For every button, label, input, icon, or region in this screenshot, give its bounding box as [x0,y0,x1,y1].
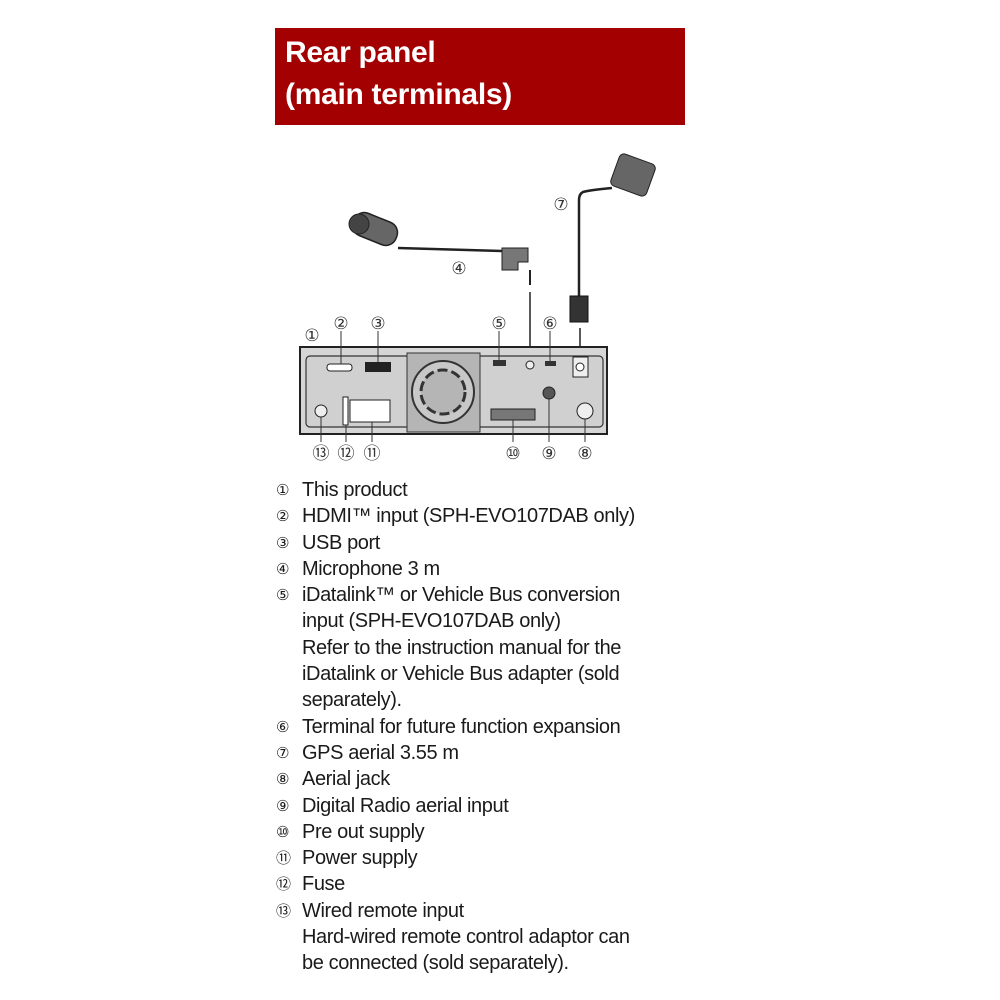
wired-remote-input [314,404,328,418]
legend-text: iDatalink™ or Vehicle Bus conversion [302,584,620,607]
callout-6: ⑥ [542,314,557,334]
legend-text: Refer to the instruction manual for the [302,636,622,659]
legend-item-line: ⑩ Pre out supply [276,819,736,845]
hdmi-port [326,363,353,372]
callout-12: ⑫ [338,444,355,464]
preout-connector [490,408,536,421]
callout-9: ⑨ [541,444,556,464]
legend-item-line: ③ USB port [276,530,736,556]
legend-text: be connected (sold separately). [302,952,569,975]
callout-7: ⑦ [553,195,568,215]
legend-item-line: ⑤ iDatalink™ or Vehicle Bus conversion [276,582,736,608]
legend-item-line: ⑨ Digital Radio aerial input [276,793,736,819]
legend-text: HDMI™ input (SPH-EVO107DAB only) [302,505,635,528]
legend-text: iDatalink or Vehicle Bus adapter (sold [302,663,620,686]
callout-2: ② [333,314,348,334]
fuse [342,396,349,426]
legend-item-line: ⑥ Terminal for future function expansion [276,714,736,740]
legend-number: ⑦ [276,743,290,762]
expansion-port [545,361,556,366]
usb-port [365,362,391,372]
legend-number: ⑥ [276,717,290,736]
legend-text: Hard-wired remote control adaptor can [302,926,630,949]
idatalink-port [493,360,506,366]
power-connector [349,399,391,423]
legend-item-line: ① This product [276,477,736,503]
callout-4: ④ [451,259,466,279]
mic-jack [525,360,535,370]
legend-item-line: ⑦ GPS aerial 3.55 m [276,740,736,766]
legend-text: Microphone 3 m [302,557,440,580]
dab-input [542,386,556,400]
legend-text: Terminal for future function expansion [302,715,621,738]
legend-item-line: ② HDMI™ input (SPH-EVO107DAB only) [276,503,736,529]
legend-number: ⑤ [276,586,290,605]
legend-text: GPS aerial 3.55 m [302,741,459,764]
legend-text: This product [302,479,408,501]
legend-number: ⑨ [276,796,290,815]
legend-text: separately). [302,689,402,712]
callout-1: ① [304,326,319,346]
legend-item-line: be connected (sold separately). [276,950,736,976]
legend-item-line: ⑫ Fuse [276,871,736,897]
title-line-1: Rear panel [285,36,436,69]
legend-text: Aerial jack [302,768,390,791]
legend-item-line: separately). [276,687,736,713]
microphone-icon [348,211,535,357]
callout-8: ⑧ [577,444,592,464]
callout-10: ⑩ [505,444,520,464]
legend-item-line: Refer to the instruction manual for the [276,635,736,661]
legend-number: ③ [276,533,290,552]
rear-panel-unit [299,346,608,435]
gps-port [575,362,585,372]
legend-text: Digital Radio aerial input [302,794,509,817]
legend-text: input (SPH-EVO107DAB only) [302,610,561,633]
legend-item-line: ⑪ Power supply [276,845,736,871]
callout-11: ⑪ [364,444,381,464]
legend-number: ⑬ [276,901,291,920]
legend-item-line: ④ Microphone 3 m [276,556,736,582]
legend-text: USB port [302,531,380,554]
legend-number: ⑪ [276,849,291,868]
gps-aerial-icon [569,153,656,357]
legend-item-line: Hard-wired remote control adaptor can [276,924,736,950]
legend-item-line: ⑧ Aerial jack [276,766,736,792]
legend-number: ④ [276,559,290,578]
callout-5: ⑤ [491,314,506,334]
legend-number: ⑧ [276,770,290,789]
legend-item-line: iDatalink or Vehicle Bus adapter (sold [276,661,736,687]
legend-text: Pre out supply [302,820,425,843]
legend-number: ⑫ [276,875,291,894]
legend-number: ⑩ [276,822,290,841]
legend-text: Power supply [302,847,418,870]
callout-13: ⑬ [313,444,330,464]
legend-number: ① [276,481,290,499]
legend-item-line: ⑬ Wired remote input [276,898,736,924]
legend-number: ② [276,507,290,526]
legend-text: Fuse [302,873,345,896]
aerial-jack [576,402,594,420]
title-line-2: (main terminals) [285,78,512,111]
legend-text: Wired remote input [302,899,464,922]
section-title: Rear panel (main terminals) [275,28,685,125]
terminal-legend: ① This product ② HDMI™ input (SPH-EVO107DAB… [276,477,736,977]
callout-3: ③ [370,314,385,334]
legend-item-line: input (SPH-EVO107DAB only) [276,608,736,634]
